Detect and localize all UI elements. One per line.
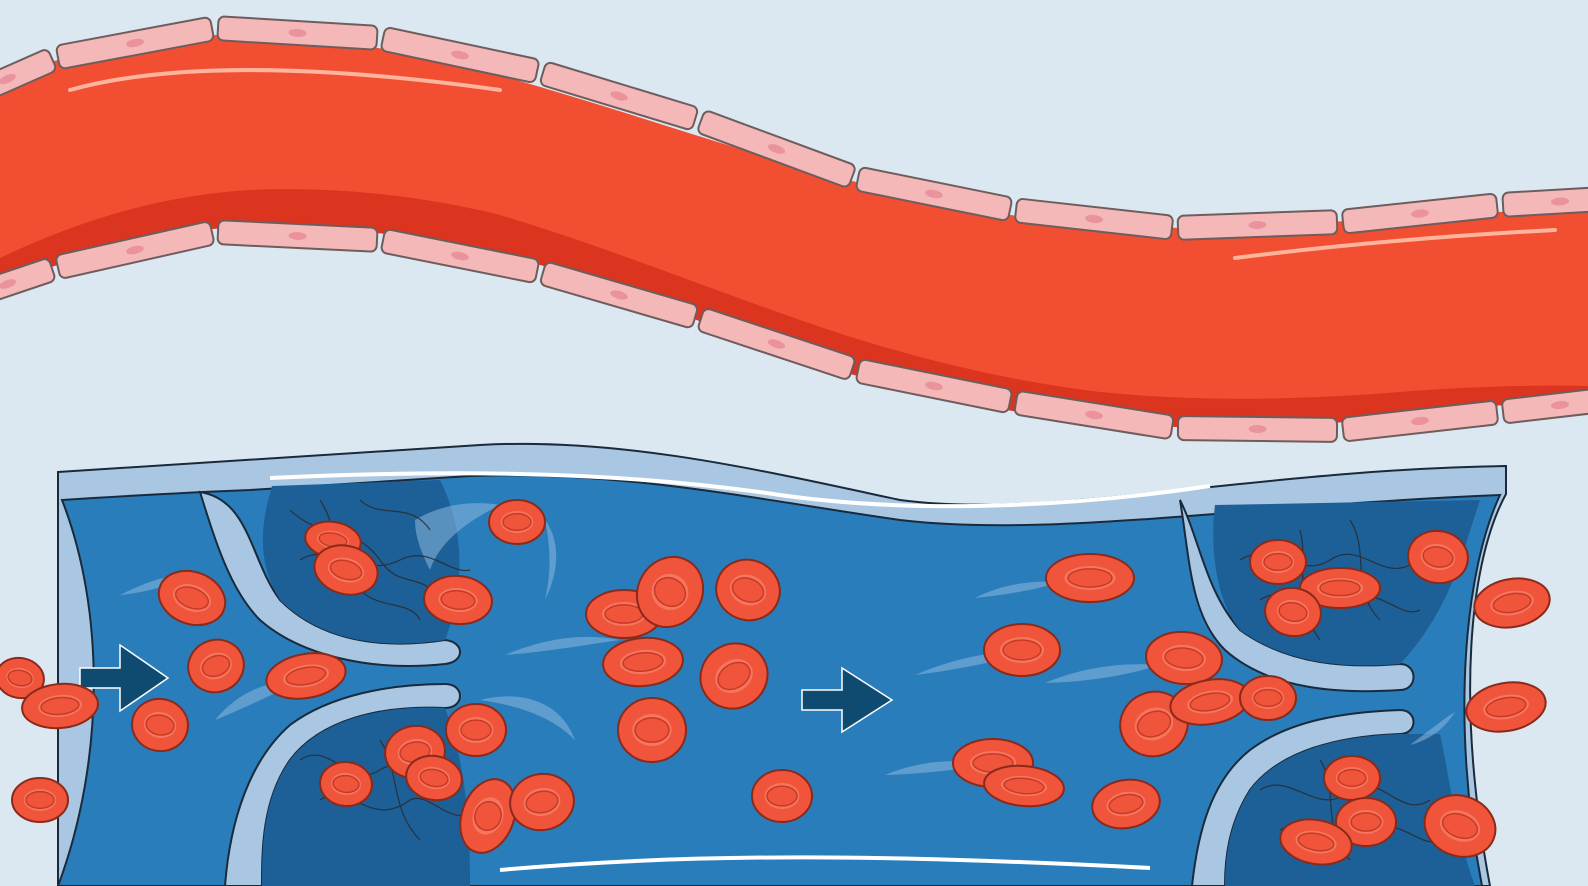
red-blood-cell-icon [1250,540,1306,584]
red-blood-cell-icon [1462,676,1549,737]
red-blood-cell-icon [446,704,506,756]
artery [0,16,1588,442]
red-blood-cell-icon [1470,573,1553,633]
red-blood-cell-icon [1324,756,1380,800]
vein [0,444,1554,886]
red-blood-cell-icon [1240,676,1296,720]
red-blood-cell-icon [984,624,1060,676]
endothelial-cell-icon [1178,210,1338,240]
endothelial-cell-icon [1178,416,1337,442]
red-blood-cell-icon [752,770,812,822]
red-blood-cell-icon [12,778,68,822]
red-blood-cell-icon [489,500,545,544]
red-blood-cell-icon [618,698,686,762]
red-blood-cell-icon [1046,554,1134,602]
endothelial-cell-icon [1502,186,1588,217]
